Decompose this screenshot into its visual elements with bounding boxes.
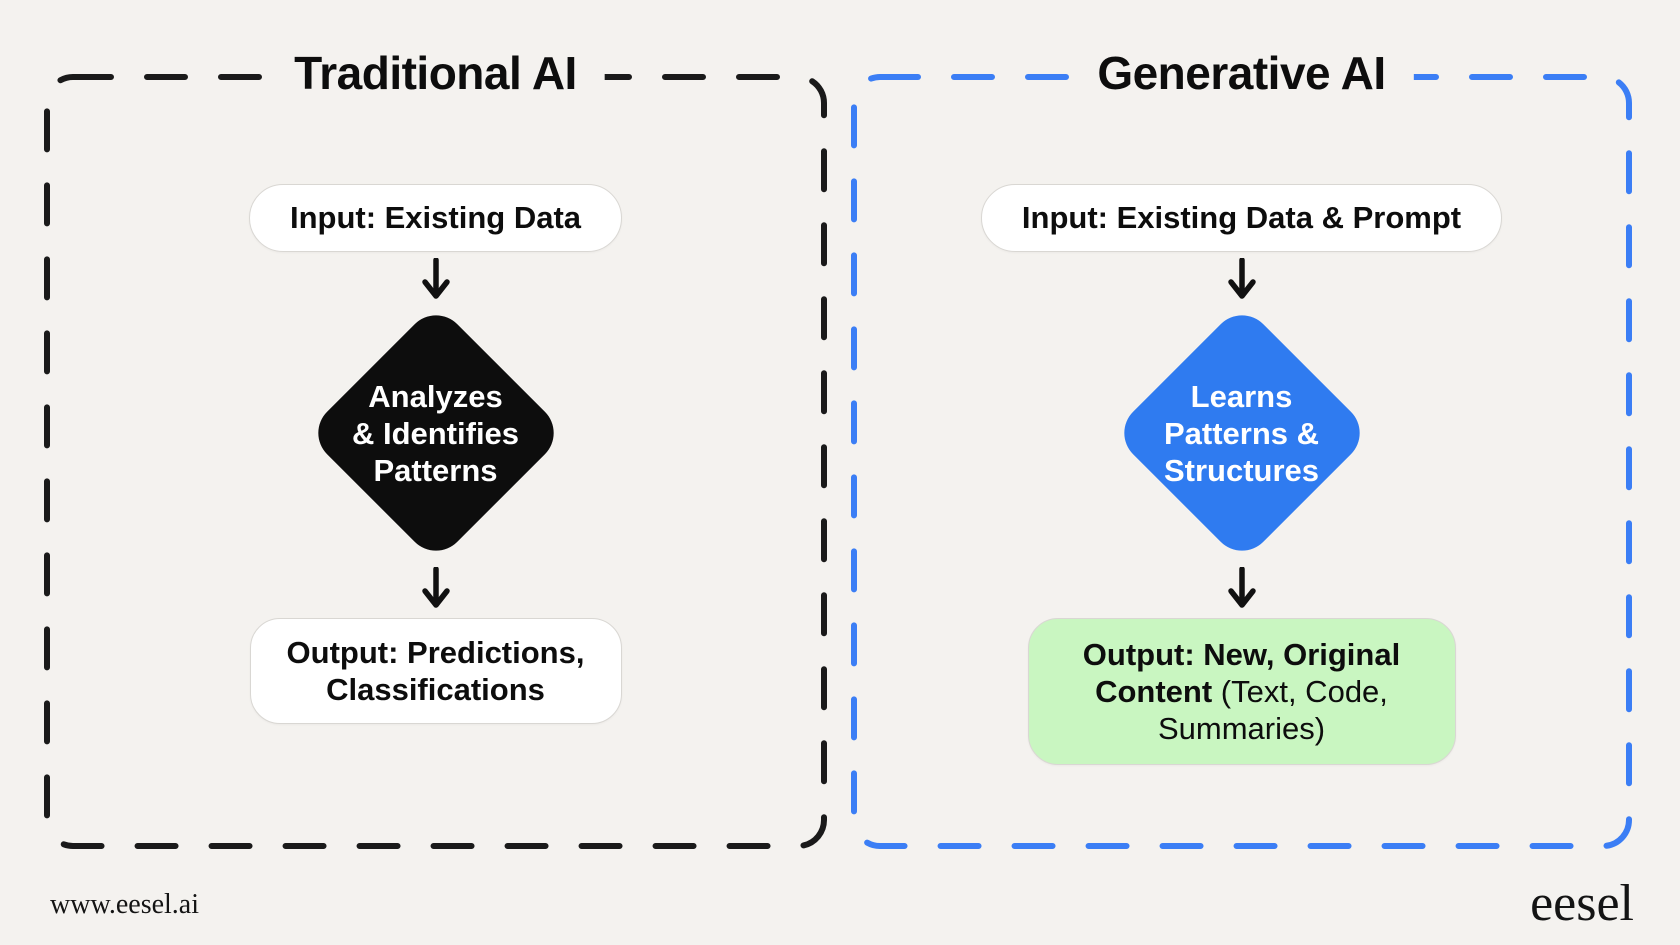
- output-bold-text: Output: New, Original Content: [1082, 637, 1401, 709]
- dashed-rect: [44, 74, 827, 849]
- arrow-down-icon: [421, 258, 450, 299]
- dashed-rect: [851, 74, 1632, 849]
- process-label-traditional: Analyzes & Identifies Patterns: [305, 304, 567, 562]
- diamond-line: Analyzes: [368, 378, 503, 414]
- flow-generative: Input: Existing Data & Prompt Learns Pat…: [850, 73, 1633, 850]
- footer-url: www.eesel.ai: [50, 889, 200, 920]
- arrow-down-icon: [421, 567, 450, 608]
- output-node-generative: Output: New, Original Content (Text, Cod…: [1027, 618, 1456, 765]
- panel-title-generative: Generative AI: [1069, 44, 1414, 102]
- panel-title-traditional: Traditional AI: [266, 44, 605, 102]
- dashed-border-generative: [851, 74, 1632, 849]
- diamond-line: & Identifies: [351, 415, 520, 451]
- arrow-down-icon: [1227, 258, 1256, 299]
- process-node-generative: Learns Patterns & Structures: [1111, 302, 1373, 564]
- panel-generative-ai: Generative AI Input: Existing Data & Pro…: [850, 44, 1633, 850]
- output-regular-text: (Text, Code, Summaries): [1157, 674, 1388, 746]
- arrow-down-icon: [1227, 567, 1256, 608]
- process-label-generative: Learns Patterns & Structures: [1111, 304, 1373, 562]
- diamond-line: Patterns &: [1163, 415, 1320, 451]
- diamond-line: Patterns: [373, 452, 498, 488]
- flow-traditional: Input: Existing Data Analyzes & Identifi…: [43, 73, 828, 850]
- diamond-line: Learns: [1190, 378, 1293, 414]
- process-node-traditional: Analyzes & Identifies Patterns: [305, 302, 567, 564]
- panel-traditional-ai: Traditional AI Input: Existing Data Anal…: [43, 44, 828, 850]
- input-node-generative: Input: Existing Data & Prompt: [980, 184, 1503, 252]
- dashed-border-traditional: [44, 74, 827, 849]
- output-bold-text: Output: Predictions, Classifications: [286, 635, 585, 707]
- input-node-traditional: Input: Existing Data: [248, 184, 623, 252]
- eesel-logo: eesel: [1530, 875, 1634, 932]
- diamond-line: Structures: [1163, 452, 1320, 488]
- output-node-traditional: Output: Predictions, Classifications: [249, 618, 622, 724]
